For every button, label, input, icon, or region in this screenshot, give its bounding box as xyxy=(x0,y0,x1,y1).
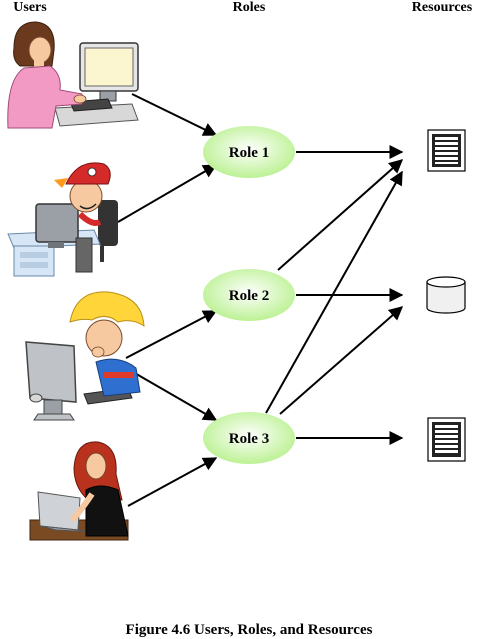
resource-1-document-icon xyxy=(427,129,466,172)
role-2-node: Role 2 xyxy=(203,269,295,321)
arrow-user2-role1 xyxy=(117,164,218,223)
resource-2-database-icon xyxy=(426,276,466,314)
role-1-label: Role 1 xyxy=(229,145,269,161)
arrow-user3-role3 xyxy=(125,367,218,421)
arrow-user3-role2 xyxy=(125,310,218,359)
arrow-role2-resource1 xyxy=(277,159,404,271)
role-2-label: Role 2 xyxy=(229,288,269,304)
user-3-boy-at-computer-icon xyxy=(25,291,145,421)
figure-caption: Figure 4.6 Users, Roles, and Resources xyxy=(126,622,373,638)
role-3-label: Role 3 xyxy=(229,431,269,447)
role-1-node: Role 1 xyxy=(203,126,295,178)
user-1-woman-at-computer-icon xyxy=(7,21,139,129)
arrow-user4-role3 xyxy=(127,457,218,507)
resource-3-document-icon xyxy=(427,417,466,462)
roles-header: Roles xyxy=(233,0,266,15)
user-4-woman-with-laptop-icon xyxy=(29,441,129,541)
resources-header: Resources xyxy=(412,0,473,15)
arrow-user1-role1 xyxy=(131,93,218,136)
arrow-role3-resource2 xyxy=(279,306,404,415)
users-header: Users xyxy=(13,0,47,15)
user-2-pirate-at-computer-icon xyxy=(7,162,118,277)
role-3-node: Role 3 xyxy=(203,412,295,464)
arrow-role3-resource1 xyxy=(265,170,403,414)
